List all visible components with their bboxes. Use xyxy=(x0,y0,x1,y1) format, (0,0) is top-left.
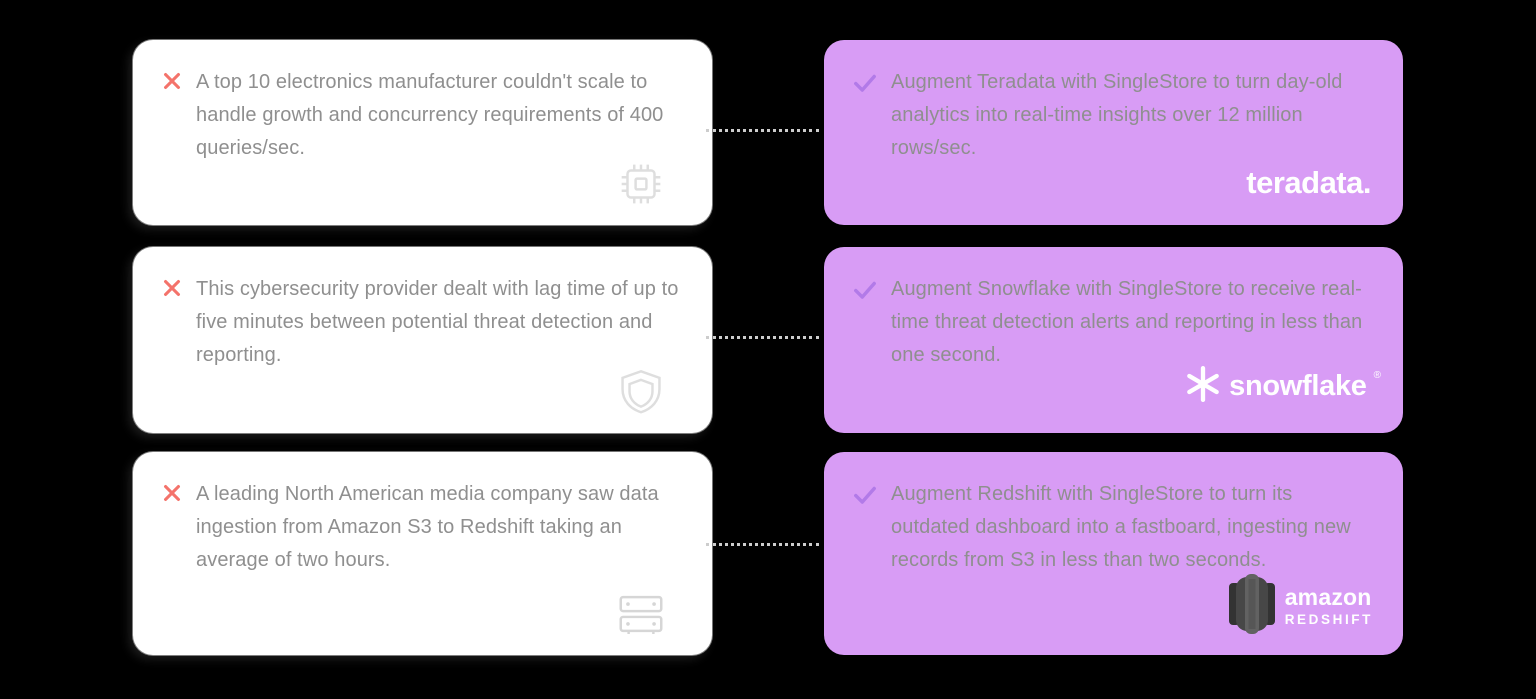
problem-card-media: A leading North American media company s… xyxy=(133,452,712,655)
solution-text: Augment Snowflake with SingleStore to re… xyxy=(891,278,1363,366)
dotted-connector xyxy=(706,129,819,132)
solution-text: Augment Teradata with SingleStore to tur… xyxy=(891,71,1343,159)
solution-card-redshift: Augment Redshift with SingleStore to tur… xyxy=(824,452,1403,655)
amazon-redshift-logo: amazon REDSHIFT xyxy=(1228,574,1373,639)
redshift-database-icon xyxy=(1228,574,1275,639)
snowflake-logo: snowflake ® xyxy=(1183,364,1381,409)
check-mark-icon xyxy=(852,70,878,101)
solution-card-teradata: Augment Teradata with SingleStore to tur… xyxy=(824,40,1403,225)
problem-text: This cybersecurity provider dealt with l… xyxy=(196,278,679,366)
check-mark-icon xyxy=(852,277,878,308)
snowflake-icon xyxy=(1183,364,1223,409)
x-mark-icon xyxy=(161,277,183,304)
x-mark-icon xyxy=(161,70,183,97)
dotted-connector xyxy=(706,336,819,339)
redshift-wordmark: REDSHIFT xyxy=(1284,612,1373,628)
registered-trademark-symbol: ® xyxy=(1373,370,1381,381)
problem-card-cybersecurity: This cybersecurity provider dealt with l… xyxy=(133,247,712,433)
snowflake-wordmark: snowflake xyxy=(1229,370,1367,402)
solution-card-snowflake: Augment Snowflake with SingleStore to re… xyxy=(824,247,1403,433)
problem-card-electronics: A top 10 electronics manufacturer couldn… xyxy=(133,40,712,225)
problem-text: A top 10 electronics manufacturer couldn… xyxy=(196,71,664,159)
shield-icon xyxy=(614,365,668,419)
amazon-wordmark: amazon xyxy=(1284,584,1372,611)
teradata-logo: teradata. xyxy=(1246,165,1371,201)
dotted-connector xyxy=(706,543,819,546)
teradata-wordmark: teradata. xyxy=(1246,165,1371,200)
problem-text: A leading North American media company s… xyxy=(196,483,659,571)
x-mark-icon xyxy=(161,482,183,509)
cpu-chip-icon xyxy=(614,157,668,211)
server-rows-icon xyxy=(614,587,668,641)
solution-text: Augment Redshift with SingleStore to tur… xyxy=(891,483,1351,571)
check-mark-icon xyxy=(852,482,878,513)
